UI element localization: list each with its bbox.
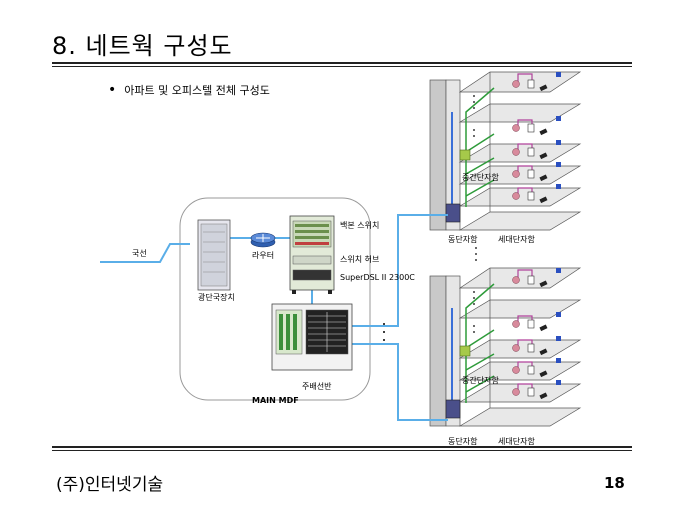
mid-box-label-bottom: 중간단자함 xyxy=(462,375,499,385)
model-label: SuperDSL II 2300C xyxy=(340,273,415,282)
building-bottom xyxy=(429,267,581,427)
router-icon xyxy=(250,232,276,248)
top-divider xyxy=(52,62,632,64)
top-divider-thin xyxy=(52,66,632,67)
cable-dots xyxy=(383,323,385,341)
main-panel-icon xyxy=(271,303,353,371)
router-label: 라우터 xyxy=(252,251,274,260)
main-panel-label: 주배선반 xyxy=(302,382,332,391)
exchange-label: 광단국장치 xyxy=(198,292,235,302)
bottom-divider xyxy=(52,446,632,448)
mdf-enclosure xyxy=(179,197,371,401)
bullet-item: • 아파트 및 오피스텔 전체 구성도 xyxy=(108,82,270,98)
building-box-label-top: 동단자함 xyxy=(448,234,478,244)
between-dots xyxy=(475,247,477,261)
bottom-divider-thin xyxy=(52,450,632,451)
page-title: 8. 네트웍 구성도 xyxy=(52,32,233,60)
switch-hub-label: 스위치 허브 xyxy=(340,255,379,264)
external-cable xyxy=(100,243,190,263)
building-top xyxy=(429,71,581,231)
bullet-text: 아파트 및 오피스텔 전체 구성도 xyxy=(124,84,270,97)
backbone-switch-label: 백본 스위치 xyxy=(340,220,379,230)
cable-to-building-top xyxy=(352,214,448,327)
mdf-label: MAIN MDF xyxy=(252,396,299,405)
company-name: (주)인터넷기술 xyxy=(56,475,164,495)
unit-box-label-bottom: 세대단자함 xyxy=(498,436,535,446)
mid-box-label-top: 중간단자함 xyxy=(462,172,499,182)
page-number: 18 xyxy=(604,474,625,492)
unit-box-label-top: 세대단자함 xyxy=(498,234,535,244)
building-box-label-bottom: 동단자함 xyxy=(448,436,478,446)
switch-cabinet-icon xyxy=(289,215,335,294)
external-line-label: 국선 xyxy=(132,249,147,258)
cable-to-building-bottom xyxy=(352,343,448,421)
bullet-dot-icon: • xyxy=(108,82,117,98)
exchange-rack-icon xyxy=(197,219,231,291)
